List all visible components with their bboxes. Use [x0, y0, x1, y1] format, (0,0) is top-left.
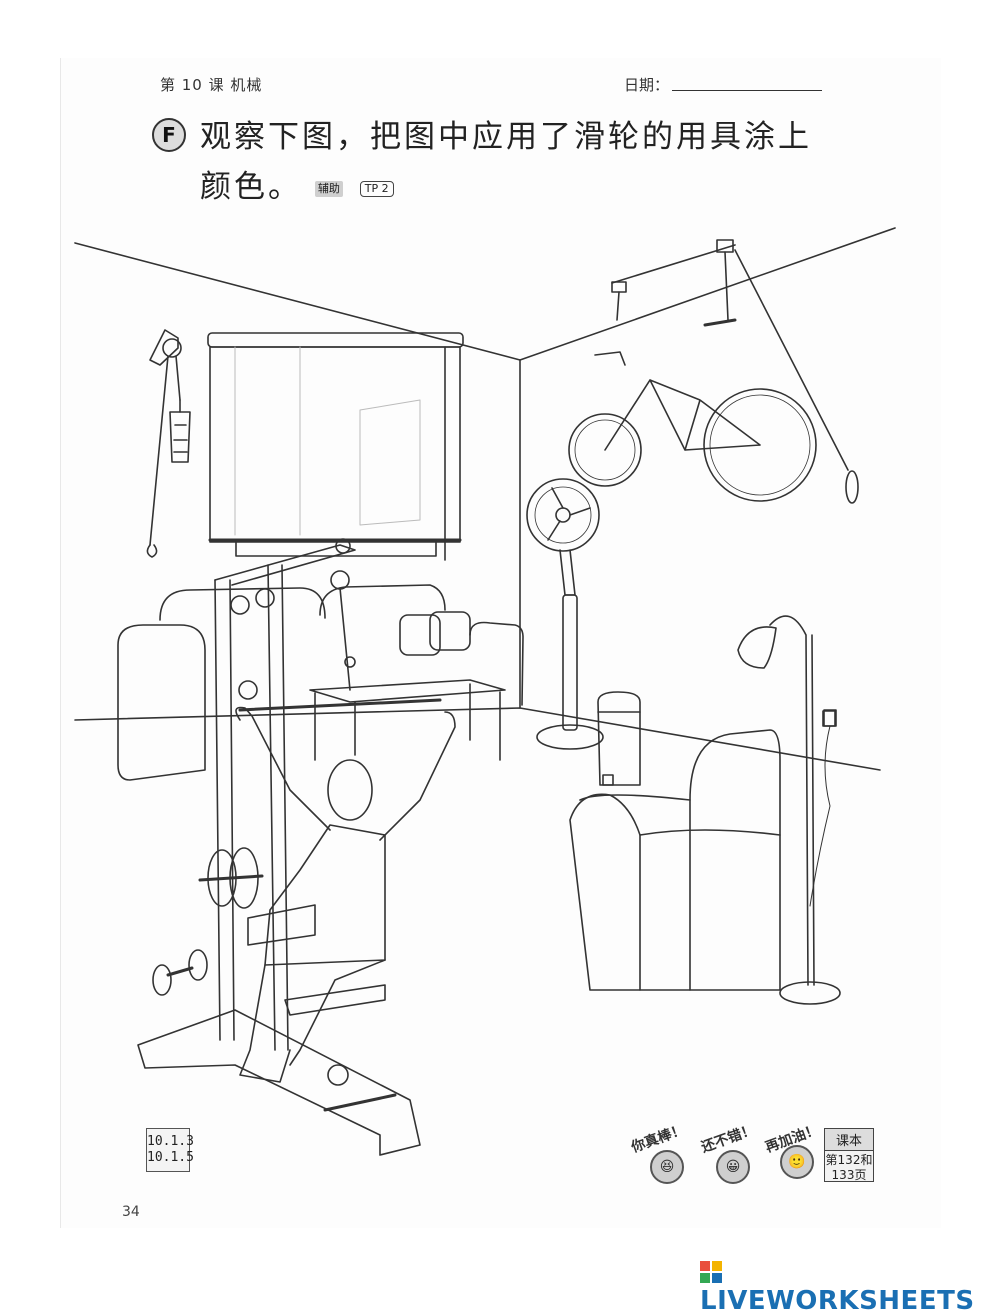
textbook-pages-line1: 第132和: [825, 1153, 873, 1167]
hanging-lamp-pulley-icon[interactable]: [146, 329, 191, 558]
textbook-pages: 第132和 133页: [825, 1151, 873, 1183]
smile-face-icon[interactable]: 🙂: [780, 1145, 814, 1179]
wall-socket-icon: [822, 710, 836, 727]
instruction-line-1: 观察下图，把图中应用了滑轮的用具涂上: [200, 119, 812, 155]
worksheet-page: [60, 58, 941, 1228]
date-label: 日期：: [624, 76, 670, 94]
curriculum-code-2: 10.1.5: [147, 1150, 194, 1165]
bicycle-hoist-icon[interactable]: [568, 239, 859, 504]
instruction-line-2-text: 颜色。: [200, 169, 302, 205]
roller-blind-icon[interactable]: [207, 332, 464, 561]
smiling-face-icon[interactable]: 😀: [716, 1150, 750, 1184]
dumbbell-icon[interactable]: [152, 949, 208, 996]
floor-lamp-icon[interactable]: [737, 615, 841, 1005]
liveworksheets-brand[interactable]: LIVEWORKSHEETS: [700, 1256, 1000, 1316]
curriculum-code-1: 10.1.3: [147, 1134, 194, 1149]
textbook-title: 课本: [825, 1129, 873, 1151]
lesson-title: 第 10 课 机械: [160, 76, 263, 94]
tp-tag: TP 2: [359, 180, 394, 197]
sofa-icon[interactable]: [117, 584, 524, 781]
exercise-letter-badge: F: [152, 118, 186, 152]
laughing-face-icon[interactable]: 😆: [650, 1150, 684, 1184]
curriculum-code-box: 10.1.3 10.1.5: [146, 1128, 194, 1172]
page-number: 34: [122, 1204, 140, 1220]
textbook-pages-line2: 133页: [831, 1168, 867, 1182]
exercise-instruction: 观察下图，把图中应用了滑轮的用具涂上 颜色。 辅助 TP 2: [200, 112, 840, 212]
armchair-icon[interactable]: [569, 729, 781, 991]
date-input-line[interactable]: [672, 90, 822, 91]
room-walls: [74, 227, 896, 771]
trash-bin-icon[interactable]: [597, 691, 641, 786]
support-tag: 辅助: [314, 180, 343, 197]
weight-machine-icon[interactable]: [137, 538, 442, 1156]
instruction-line-2: 颜色。 辅助 TP 2: [200, 162, 840, 212]
standing-fan-icon[interactable]: [526, 478, 604, 750]
coffee-table-icon[interactable]: [309, 679, 506, 761]
textbook-reference: 课本 第132和 133页: [824, 1128, 874, 1182]
man-exercising-icon[interactable]: [235, 706, 456, 1083]
liveworksheets-logo-icon: [700, 1260, 722, 1283]
